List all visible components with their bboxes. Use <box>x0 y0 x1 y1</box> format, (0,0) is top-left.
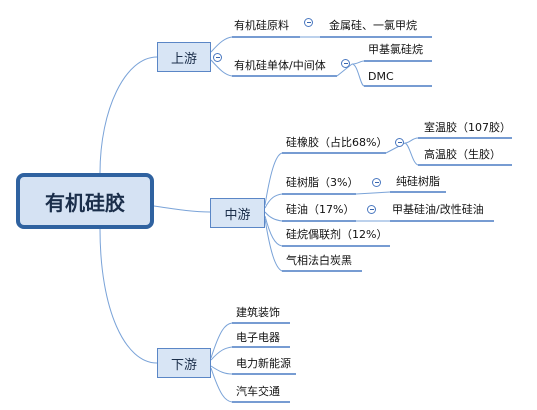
connector-down-4 <box>210 367 233 403</box>
node-midstream-4[interactable]: 硅烷偶联剂（12%） <box>286 228 388 241</box>
collapse-toggle-icon[interactable] <box>304 18 313 27</box>
root-node[interactable]: 有机硅胶 <box>16 173 154 229</box>
connector-up-2 <box>210 59 233 77</box>
connector-root-downstream <box>99 228 158 364</box>
connector-mid-1 <box>264 152 283 206</box>
connector-down-3 <box>210 365 233 375</box>
branch-midstream-label: 中游 <box>224 207 251 223</box>
node-upstream-2-2[interactable]: DMC <box>368 70 394 83</box>
collapse-toggle-icon[interactable] <box>341 59 350 68</box>
collapse-toggle-icon[interactable] <box>372 178 381 187</box>
root-label: 有机硅胶 <box>45 190 125 215</box>
connector-mid-1a <box>404 137 419 144</box>
connector-up-2b <box>351 63 365 87</box>
branch-upstream-label: 上游 <box>170 51 197 67</box>
node-downstream-1[interactable]: 建筑装饰 <box>236 306 280 319</box>
connector-up-1 <box>210 36 233 53</box>
node-midstream-3-1[interactable]: 甲基硅油/改性硅油 <box>392 203 484 216</box>
node-midstream-2[interactable]: 硅树脂（3%） <box>286 176 359 189</box>
collapse-toggle-icon[interactable] <box>395 138 404 147</box>
node-downstream-2[interactable]: 电子电器 <box>236 331 280 344</box>
connector-up-2a <box>351 60 365 65</box>
collapse-toggle-icon[interactable] <box>367 205 376 214</box>
connector-mid-1b <box>404 142 419 166</box>
branch-midstream[interactable]: 中游 <box>210 198 265 228</box>
node-downstream-3[interactable]: 电力新能源 <box>236 357 291 370</box>
node-midstream-1[interactable]: 硅橡胶（占比68%） <box>286 136 388 149</box>
node-midstream-1-2[interactable]: 高温胶（生胶） <box>424 148 501 161</box>
node-midstream-3[interactable]: 硅油（17%） <box>286 203 355 216</box>
node-upstream-2-1[interactable]: 甲基氯硅烷 <box>368 43 423 56</box>
branch-upstream[interactable]: 上游 <box>157 42 211 72</box>
connector-root-upstream <box>99 56 158 174</box>
branch-downstream[interactable]: 下游 <box>157 348 211 378</box>
collapse-toggle-icon[interactable] <box>213 53 222 62</box>
node-upstream-1-1[interactable]: 金属硅、一氯甲烷 <box>329 19 417 32</box>
branch-downstream-label: 下游 <box>170 357 197 373</box>
node-midstream-5[interactable]: 气相法白炭黑 <box>286 254 352 267</box>
connector-down-2 <box>210 346 233 361</box>
node-upstream-2[interactable]: 有机硅单体/中间体 <box>234 59 326 72</box>
connector-down-1 <box>210 322 233 359</box>
connector-root-midstream <box>153 205 211 213</box>
node-midstream-1-1[interactable]: 室温胶（107胶） <box>424 121 511 134</box>
node-downstream-4[interactable]: 汽车交通 <box>236 385 280 398</box>
node-midstream-2-1[interactable]: 纯硅树脂 <box>396 175 440 188</box>
connector-mid-4 <box>264 215 283 247</box>
connector-mid-2 <box>264 193 283 209</box>
node-upstream-1[interactable]: 有机硅原料 <box>234 19 289 32</box>
connector-mid-3 <box>264 211 283 222</box>
connector-mid-5 <box>264 218 283 272</box>
